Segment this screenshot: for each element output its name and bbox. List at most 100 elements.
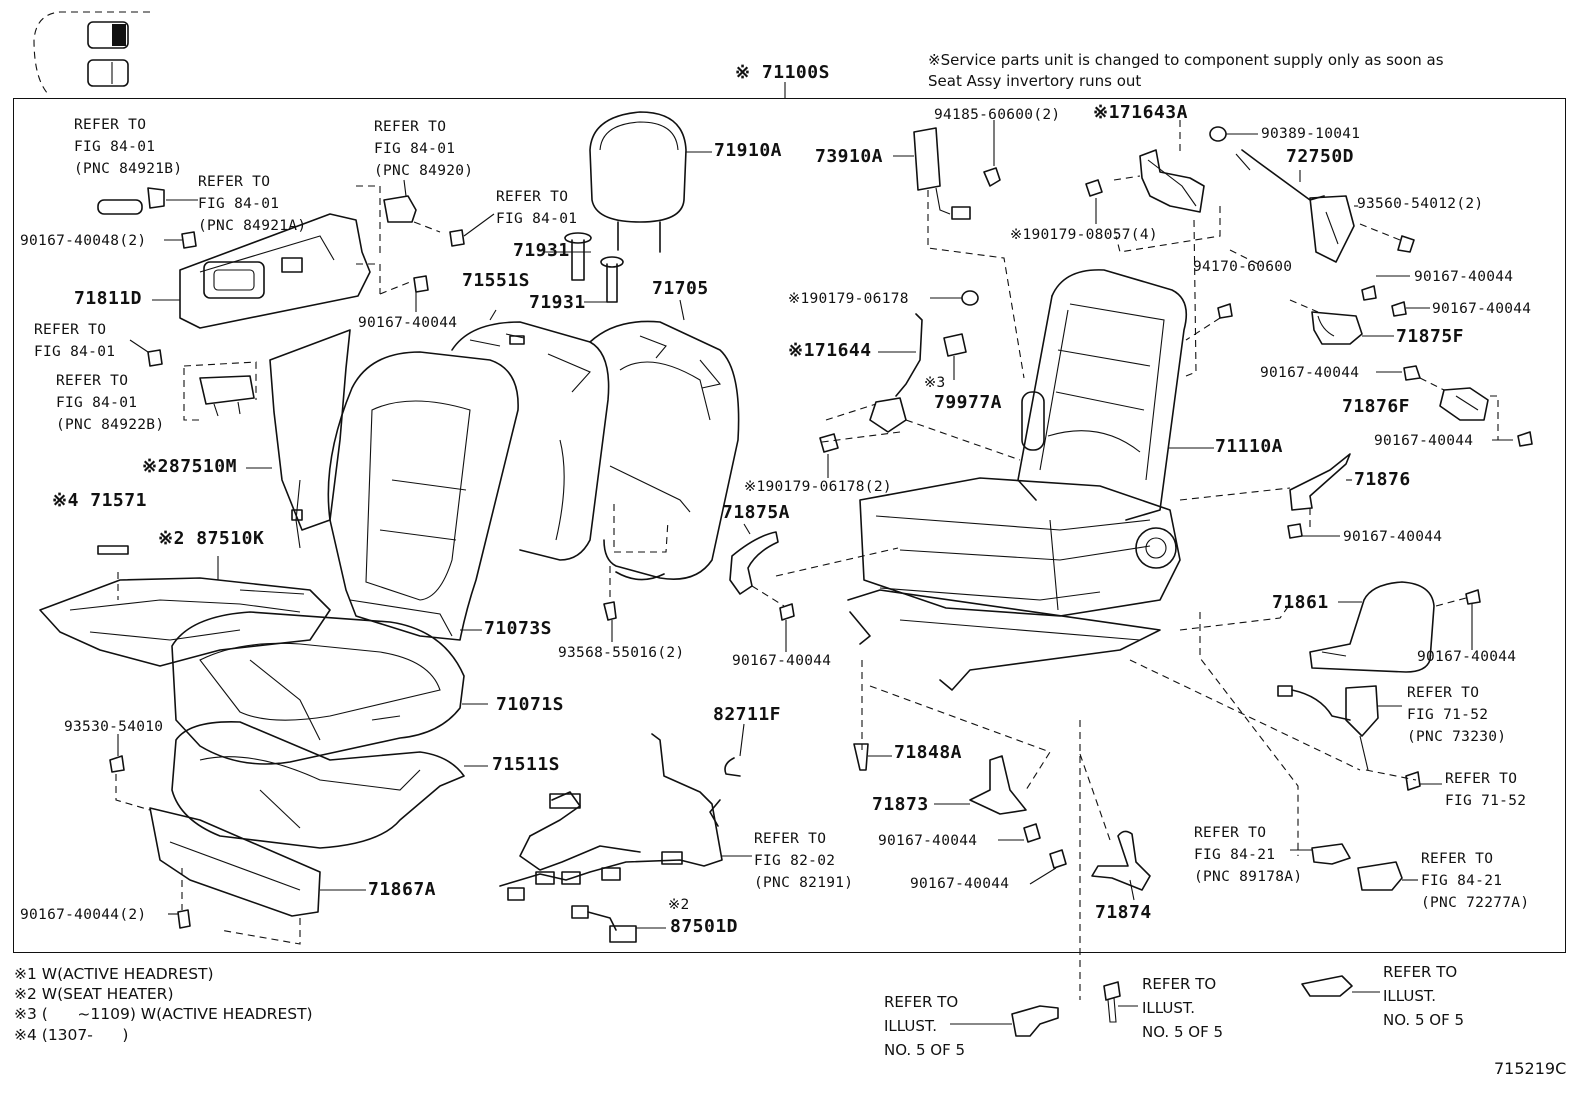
part-number[interactable]: ※190179-08057(4) [1010, 227, 1158, 243]
ref-illust-connector-b-icon [1301, 975, 1380, 997]
refer-to-note[interactable]: REFER TO FIG 84-01 (PNC 84921B) [74, 117, 183, 177]
connector-89178a-part [1290, 843, 1418, 891]
part-number[interactable]: 90389-10041 [1261, 126, 1361, 142]
switch-84922b-part [129, 339, 257, 421]
part-number[interactable]: 93560-54012(2) [1357, 196, 1484, 212]
part-number[interactable]: 71876F [1342, 396, 1411, 417]
part-number[interactable]: 71861 [1272, 592, 1329, 613]
cushion-pad-71511s-part [171, 721, 488, 849]
refer-to-note[interactable]: REFER TO ILLUST. NO. 5 OF 5 [884, 993, 966, 1059]
part-number[interactable]: 90167-40044 [1414, 269, 1514, 285]
part-number[interactable]: 71931 [529, 292, 586, 313]
part-number[interactable]: ※4 71571 [52, 490, 147, 511]
refer-to-note[interactable]: REFER TO FIG 71-52 [1445, 771, 1527, 809]
switch-84921b-part [97, 187, 198, 249]
part-number[interactable]: 71073S [484, 618, 553, 639]
part-number[interactable]: 90167-40044 [732, 653, 832, 669]
part-number[interactable]: ※2 87510K [158, 528, 265, 549]
illustration-code: 715219C [1494, 1059, 1567, 1078]
wiring-harness-part [499, 733, 752, 901]
part-number[interactable]: 71874 [1095, 902, 1152, 923]
part-number[interactable]: 90167-40044 [878, 833, 978, 849]
cushion-cover-71071s-part [171, 611, 488, 765]
switch-84920-part [356, 179, 495, 312]
wire-71644-part [819, 290, 1021, 478]
seat-frame-71110a-part [847, 269, 1361, 856]
part-number[interactable]: ※287510M [142, 456, 237, 477]
heater-mat-87510m-part [246, 329, 351, 549]
part-number[interactable]: 71873 [872, 794, 929, 815]
part-number[interactable]: 90167-40044 [358, 315, 458, 331]
part-number[interactable]: 90167-40044 [1260, 365, 1360, 381]
part-number[interactable]: ※171643A [1093, 102, 1188, 123]
part-number[interactable]: 93530-54010 [64, 719, 164, 735]
seatback-pad-71705-part [589, 299, 740, 642]
part-number[interactable]: 90167-40048(2) [20, 233, 147, 249]
refer-to-note[interactable]: REFER TO ILLUST. NO. 5 OF 5 [1383, 963, 1465, 1029]
part-number[interactable]: 71110A [1215, 436, 1284, 457]
harness-87501d-part [571, 905, 666, 943]
bracket-71643a-part [1085, 120, 1221, 253]
part-number[interactable]: ※190179-06178 [788, 291, 909, 307]
ref-illust-bolt-icon [1103, 981, 1138, 1023]
bracket-71873-part [934, 755, 1067, 885]
part-number[interactable]: 90167-40044 [1417, 649, 1517, 665]
part-number[interactable]: 71875A [722, 502, 791, 523]
part-number[interactable]: 71071S [496, 694, 565, 715]
refer-to-note[interactable]: REFER TO FIG 84-01 (PNC 84921A) [198, 174, 307, 234]
refer-to-note[interactable]: REFER TO FIG 84-21 (PNC 72277A) [1421, 851, 1530, 911]
cover-71861-part [1309, 581, 1481, 673]
diagram-frame [13, 98, 1566, 953]
footnote-4: ※4 (1307- ) [14, 1026, 129, 1044]
part-number[interactable]: 79977A [934, 392, 1003, 413]
part-number[interactable]: 90167-40044 [1432, 301, 1532, 317]
part-number[interactable]: 71867A [368, 879, 437, 900]
refer-to-note[interactable]: REFER TO FIG 84-01 (PNC 84920) [374, 119, 474, 179]
part-number[interactable]: 71705 [652, 278, 709, 299]
part-number[interactable]: 90167-40044 [910, 876, 1010, 892]
refer-to-note[interactable]: REFER TO FIG 82-02 (PNC 82191) [754, 831, 854, 891]
refer-to-note[interactable]: REFER TO FIG 84-01 (PNC 84922B) [56, 373, 165, 433]
part-number[interactable]: 94185-60600(2) [934, 107, 1061, 123]
refer-to-note[interactable]: REFER TO FIG 84-01 [496, 189, 578, 227]
seat-belt-buckle-part [1277, 685, 1442, 791]
part-number[interactable]: 71551S [462, 270, 531, 291]
part-number[interactable]: 71848A [894, 742, 963, 763]
part-number[interactable]: 71511S [492, 754, 561, 775]
footnote-1: ※1 W(ACTIVE HEADREST) [14, 965, 214, 983]
part-number[interactable]: 71811D [74, 288, 143, 309]
refer-to-note[interactable]: REFER TO FIG 84-21 (PNC 89178A) [1194, 825, 1303, 885]
part-number[interactable]: 90167-40044 [1374, 433, 1474, 449]
part-mark: ※2 [668, 897, 690, 913]
link-rod-72750d-part [1209, 126, 1415, 263]
clip-82711f-part [724, 723, 745, 777]
part-number[interactable]: 90167-40044(2) [20, 907, 147, 923]
footnote-2: ※2 W(SEAT HEATER) [14, 985, 174, 1003]
cover-71875a-part [729, 523, 899, 652]
part-number[interactable]: 71875F [1396, 326, 1465, 347]
part-number[interactable]: ※171644 [788, 340, 872, 361]
ref-illust-connector-a-icon [950, 1005, 1059, 1037]
part-number[interactable]: 73910A [815, 146, 884, 167]
part-mark: ※3 [924, 375, 946, 391]
refer-to-note[interactable]: REFER TO ILLUST. NO. 5 OF 5 [1142, 975, 1224, 1041]
refer-to-note[interactable]: REFER TO FIG 71-52 (PNC 73230) [1407, 685, 1507, 745]
part-number[interactable]: 71910A [714, 140, 783, 161]
part-number[interactable]: 71876 [1354, 469, 1411, 490]
part-number[interactable]: 72750D [1286, 146, 1355, 167]
part-number[interactable]: 94170-60600 [1193, 259, 1293, 275]
module-73910a-part [893, 120, 1001, 220]
part-number[interactable]: 71931 [513, 240, 570, 261]
part-number[interactable]: 90167-40044 [1343, 529, 1443, 545]
cover-71876f-part [1376, 365, 1533, 447]
part-number[interactable]: ※190179-06178(2) [744, 479, 892, 495]
seat-position-inset-icon [33, 11, 150, 95]
side-shield-71811d-part [152, 213, 381, 329]
refer-to-note[interactable]: REFER TO FIG 84-01 [34, 322, 116, 360]
cover-71875f-part [1289, 275, 1430, 345]
part-number[interactable]: 82711F [713, 704, 782, 725]
service-note-line2: Seat Assy invertory runs out [928, 72, 1142, 90]
part-number[interactable]: 87501D [670, 916, 739, 937]
part-number[interactable]: 93568-55016(2) [558, 645, 685, 661]
